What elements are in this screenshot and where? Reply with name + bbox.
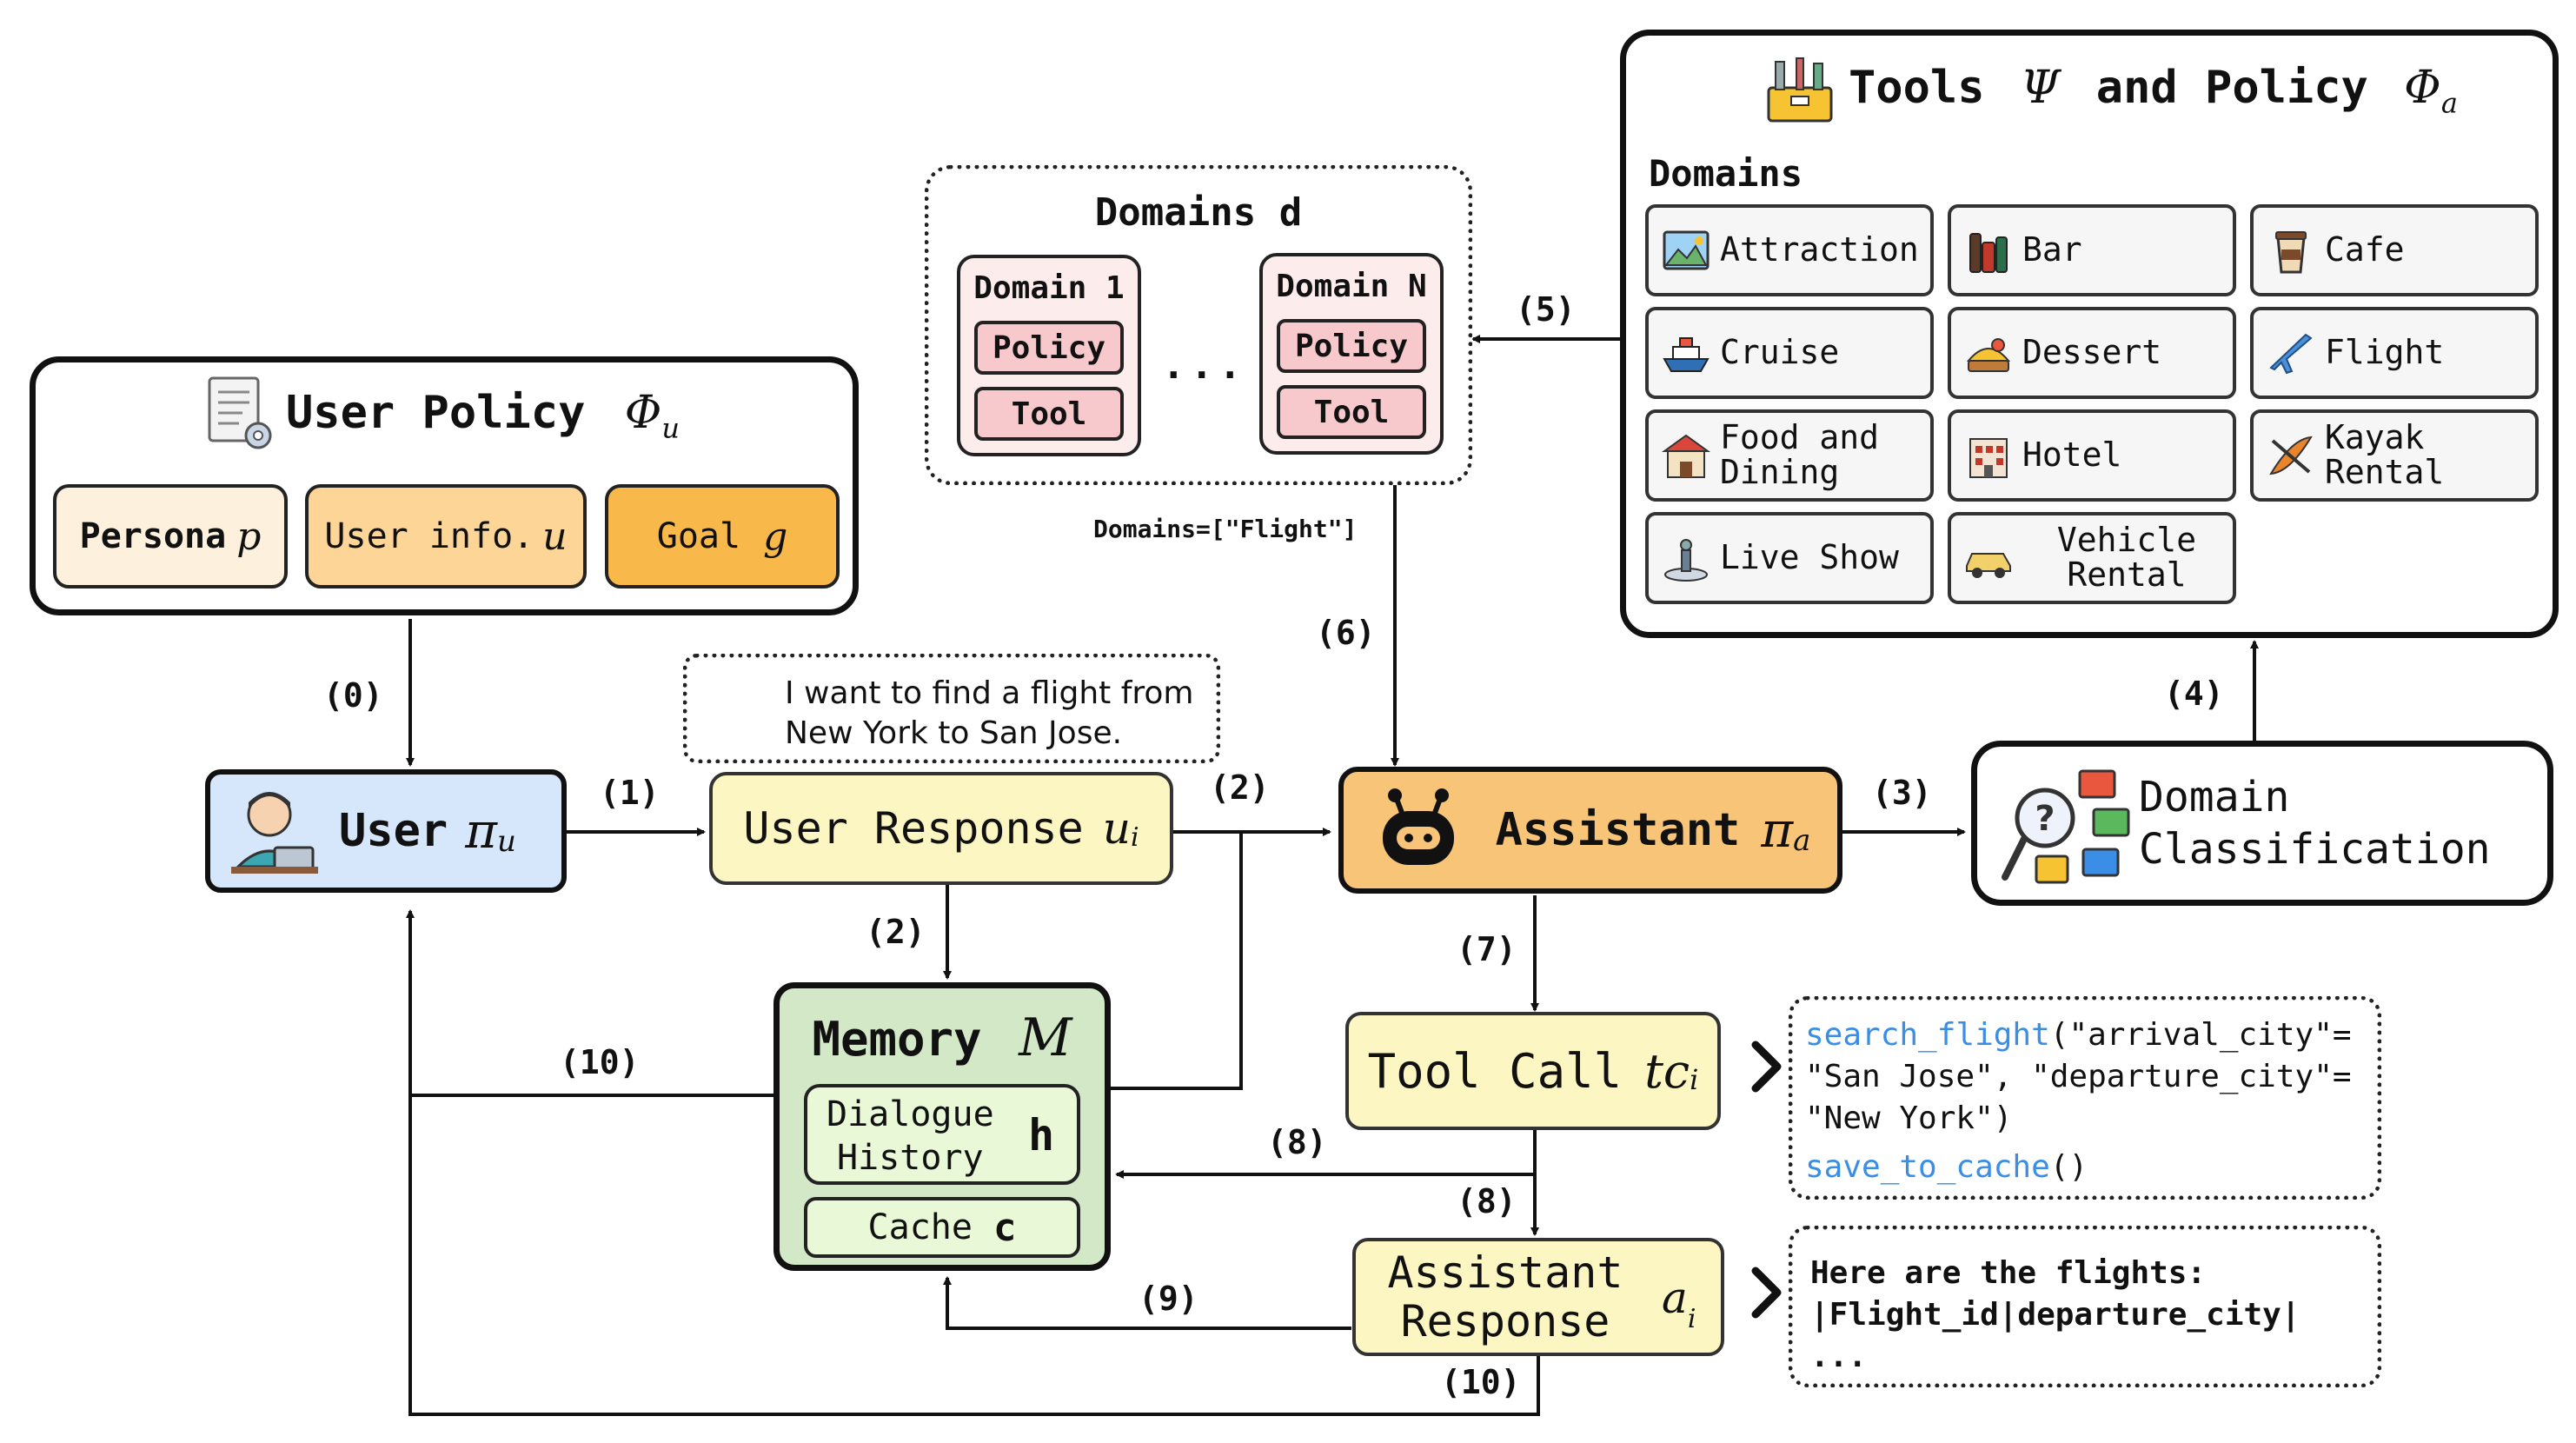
flight-icon [2269, 333, 2313, 375]
domain-tile-bar[interactable]: Bar [1948, 204, 2236, 296]
goal-card: Goal g [605, 484, 840, 589]
persona-card: Persona p [53, 484, 288, 589]
live-show-icon [1664, 539, 1708, 582]
domain-n-policy: Policy [1277, 319, 1426, 373]
domain-tile-cruise[interactable]: Cruise [1645, 307, 1934, 399]
domains-d-box: Domains d Domain 1 Policy Tool ... Domai… [925, 165, 1472, 485]
step-label-1: (1) [600, 774, 660, 812]
domain-tile-cafe[interactable]: Cafe [2250, 204, 2539, 296]
domain-1-tool: Tool [974, 387, 1124, 441]
domain-tile-attraction[interactable]: Attraction [1645, 204, 1934, 296]
memory-title: Memory M [812, 1007, 1072, 1068]
kayak-icon [2269, 436, 2313, 475]
dessert-icon [1966, 338, 2011, 372]
domains-d-title: Domains d [1094, 190, 1303, 235]
step-label-8-left: (8) [1267, 1123, 1327, 1161]
step-label-2-right: (2) [1210, 768, 1270, 807]
user-avatar-icon [231, 792, 318, 874]
domain-tile-flight[interactable]: Flight [2250, 307, 2539, 399]
memory-link-line [1110, 832, 1243, 1090]
tools-title: Tools Ψ and Policy Φa [1849, 62, 2458, 120]
cache-card: Cache c [804, 1197, 1080, 1258]
step-label-0: (0) [323, 676, 383, 715]
arrow-10-response [406, 909, 1540, 1416]
tools-domains-label: Domains [1649, 152, 1803, 195]
hotel-icon [1969, 438, 2008, 478]
vehicle-icon [1966, 553, 2011, 578]
toolbox-icon [1765, 55, 1835, 124]
step-label-2-down: (2) [866, 913, 926, 951]
cruise-icon [1663, 337, 1710, 372]
search-flight-fn: search_flight [1805, 1017, 2050, 1053]
domain-tile-kayak[interactable]: Kayak Rental [2250, 409, 2539, 502]
domain-n-card: Domain N Policy Tool [1259, 253, 1444, 455]
domain-1-label: Domain 1 [973, 270, 1125, 306]
domain-tile-hotel[interactable]: Hotel [1948, 409, 2236, 502]
user-policy-title: User Policy Φu [286, 387, 680, 445]
tool-call-chevron [1751, 1041, 1782, 1093]
memory-node: Memory M Dialogue History h Cache c [773, 982, 1111, 1271]
tool-call-code: search_flight("arrival_city"= "San Jose"… [1805, 1017, 2352, 1185]
step-label-8-down: (8) [1457, 1182, 1517, 1220]
bar-icon [1969, 233, 2008, 273]
step-label-5: (5) [1516, 290, 1576, 329]
cafe-icon [2275, 231, 2307, 274]
domain-1-policy: Policy [974, 321, 1124, 375]
step-label-7: (7) [1457, 930, 1517, 968]
user-utterance-box: I want to find a flight from New York to… [683, 654, 1220, 763]
food-icon [1661, 434, 1711, 478]
domain-n-tool: Tool [1277, 385, 1426, 439]
step-label-4: (4) [2164, 675, 2224, 713]
step-label-10-memory: (10) [560, 1043, 640, 1081]
step-label-9: (9) [1139, 1280, 1198, 1318]
step-label-6: (6) [1316, 614, 1376, 652]
step-label-3: (3) [1872, 774, 1932, 812]
domain-tile-dessert[interactable]: Dessert [1948, 307, 2236, 399]
assistant-response-text-box: Here are the flights: |Flight_id|departu… [1789, 1226, 2381, 1387]
user-info-card: User info. u [305, 484, 587, 589]
dialogue-history-card: Dialogue History h [804, 1084, 1080, 1185]
response-chevron [1751, 1267, 1782, 1319]
tool-call-code-box: search_flight("arrival_city"= "San Jose"… [1789, 996, 2381, 1200]
domain-classification-label: Domain Classification [2139, 773, 2491, 874]
domain-tile-live-show[interactable]: Live Show [1645, 512, 1934, 604]
domain-tile-vehicle[interactable]: Vehicle Rental [1948, 512, 2236, 604]
domain-1-card: Domain 1 Policy Tool [957, 255, 1141, 456]
user-policy-panel: User Policy Φu Persona p User info. u Go… [30, 356, 859, 615]
save-to-cache-fn: save_to_cache [1805, 1149, 2050, 1185]
domain-n-label: Domain N [1276, 269, 1427, 304]
svg-text:?: ? [2035, 799, 2055, 839]
assistant-response-text: Here are the flights: |Flight_id|departu… [1810, 1255, 2300, 1374]
domain-classification-node: ? Domain Classification [1971, 741, 2553, 906]
tools-policy-panel: Tools Ψ and Policy Φa Domains Attraction… [1620, 30, 2559, 638]
step-label-10-response: (10) [1441, 1363, 1521, 1401]
attraction-icon [1663, 230, 1710, 270]
user-utterance-text: I want to find a flight from New York to… [785, 675, 1194, 751]
domains-ellipsis: ... [1162, 343, 1247, 388]
classification-icon: ? [2002, 769, 2130, 884]
robot-icon [1382, 788, 1454, 865]
arrow-9 [943, 1276, 1351, 1330]
domains-caption: Domains=["Flight"] [1093, 515, 1358, 543]
assistant-response-node: Assistant Response ai [1352, 1238, 1724, 1356]
domain-tile-food[interactable]: Food and Dining [1645, 409, 1934, 502]
policy-document-icon [204, 375, 277, 455]
